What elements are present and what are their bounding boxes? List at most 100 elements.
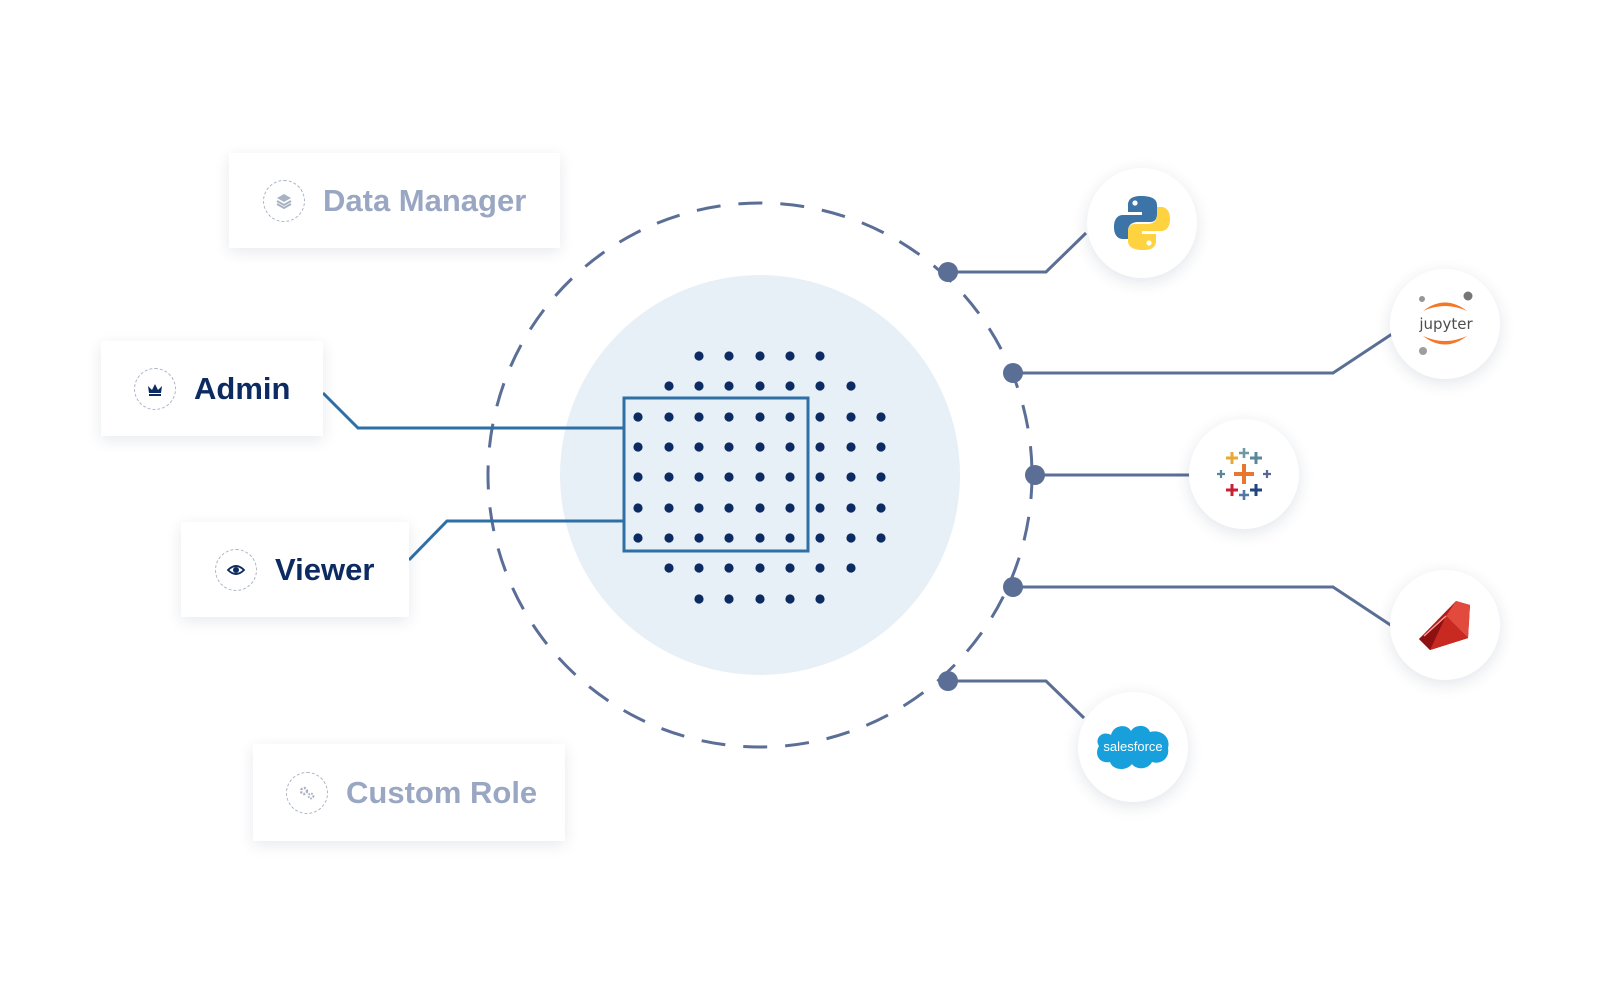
data-dot [846, 503, 856, 513]
data-dot [664, 563, 674, 573]
data-dot [755, 594, 765, 604]
role-label: Custom Role [346, 774, 538, 810]
data-dot [815, 503, 825, 513]
connector-python [948, 231, 1088, 274]
data-dot [815, 351, 825, 361]
data-dot [664, 381, 674, 391]
data-dot [664, 412, 674, 422]
data-dot [815, 412, 825, 422]
data-dot [664, 503, 674, 513]
tool-jupyter[interactable]: jupyter [1390, 269, 1500, 379]
data-dot [876, 472, 886, 482]
data-dot [664, 442, 674, 452]
data-dot [724, 594, 734, 604]
node-salesforce [938, 671, 958, 691]
jupyter-wordmark: jupyter [1418, 315, 1473, 333]
data-dot [633, 412, 643, 422]
data-dot [755, 381, 765, 391]
data-dot [694, 533, 704, 543]
data-dot [876, 442, 886, 452]
connector-salesforce [948, 679, 1086, 720]
data-dot [785, 381, 795, 391]
data-dot [633, 533, 643, 543]
data-dot [785, 503, 795, 513]
data-dot [694, 472, 704, 482]
data-dot [876, 412, 886, 422]
data-dot [755, 533, 765, 543]
python-logo-icon [1114, 196, 1170, 250]
data-dot [846, 412, 856, 422]
data-dot [785, 351, 795, 361]
connector-ruby [1013, 585, 1393, 628]
data-dot [724, 351, 734, 361]
tool-salesforce[interactable]: salesforce [1078, 692, 1188, 802]
role-card-custom-role[interactable]: Custom Role [253, 744, 565, 841]
data-dot [694, 381, 704, 391]
data-dot [633, 442, 643, 452]
tool-ruby[interactable] [1390, 570, 1500, 680]
data-dot [846, 533, 856, 543]
role-label: Viewer [275, 551, 375, 587]
data-dot-grid [633, 351, 886, 604]
data-dot [876, 503, 886, 513]
role-label: Admin [194, 370, 291, 406]
data-dot [815, 533, 825, 543]
data-dot [846, 563, 856, 573]
data-dot [694, 503, 704, 513]
salesforce-wordmark: salesforce [1103, 739, 1162, 754]
data-dot [694, 442, 704, 452]
data-dot [785, 412, 795, 422]
data-dot [876, 533, 886, 543]
role-card-data-manager[interactable]: Data Manager [229, 153, 560, 248]
data-dot [755, 351, 765, 361]
node-tableau [1025, 465, 1045, 485]
tool-python[interactable] [1087, 168, 1197, 278]
role-card-admin[interactable]: Admin [101, 341, 323, 436]
data-dot [815, 594, 825, 604]
data-dot [755, 563, 765, 573]
data-dot [694, 412, 704, 422]
ruby-logo-icon [1419, 601, 1470, 650]
data-dot [724, 563, 734, 573]
data-dot [664, 472, 674, 482]
jupyter-logo-icon: jupyter [1418, 291, 1474, 355]
eye-icon [215, 548, 257, 591]
connector-viewer [407, 519, 624, 562]
data-dot [724, 503, 734, 513]
data-dot [633, 472, 643, 482]
access-selection-box [622, 396, 810, 553]
data-dot [664, 533, 674, 543]
node-jupyter [1003, 363, 1023, 383]
data-dot [815, 442, 825, 452]
data-dot [785, 472, 795, 482]
data-dot [815, 472, 825, 482]
data-dot [785, 563, 795, 573]
node-python [938, 262, 958, 282]
data-dot [724, 381, 734, 391]
data-dot [785, 533, 795, 543]
data-dot [755, 412, 765, 422]
crown-icon [134, 367, 176, 410]
role-card-viewer[interactable]: Viewer [181, 522, 409, 617]
data-dot [815, 381, 825, 391]
data-dot [755, 472, 765, 482]
data-dot [815, 563, 825, 573]
gears-icon [286, 771, 328, 814]
tableau-logo-icon [1217, 448, 1271, 500]
layers-icon [263, 179, 305, 222]
data-dot [694, 351, 704, 361]
data-dot [724, 533, 734, 543]
data-dot [785, 594, 795, 604]
data-dot [755, 442, 765, 452]
salesforce-logo-icon: salesforce [1097, 725, 1169, 770]
data-dot [694, 563, 704, 573]
role-label: Data Manager [323, 182, 527, 218]
data-dot [785, 442, 795, 452]
tool-tableau[interactable] [1189, 419, 1299, 529]
node-ruby [1003, 577, 1023, 597]
data-dot [846, 472, 856, 482]
data-dot [633, 503, 643, 513]
data-dot [724, 412, 734, 422]
